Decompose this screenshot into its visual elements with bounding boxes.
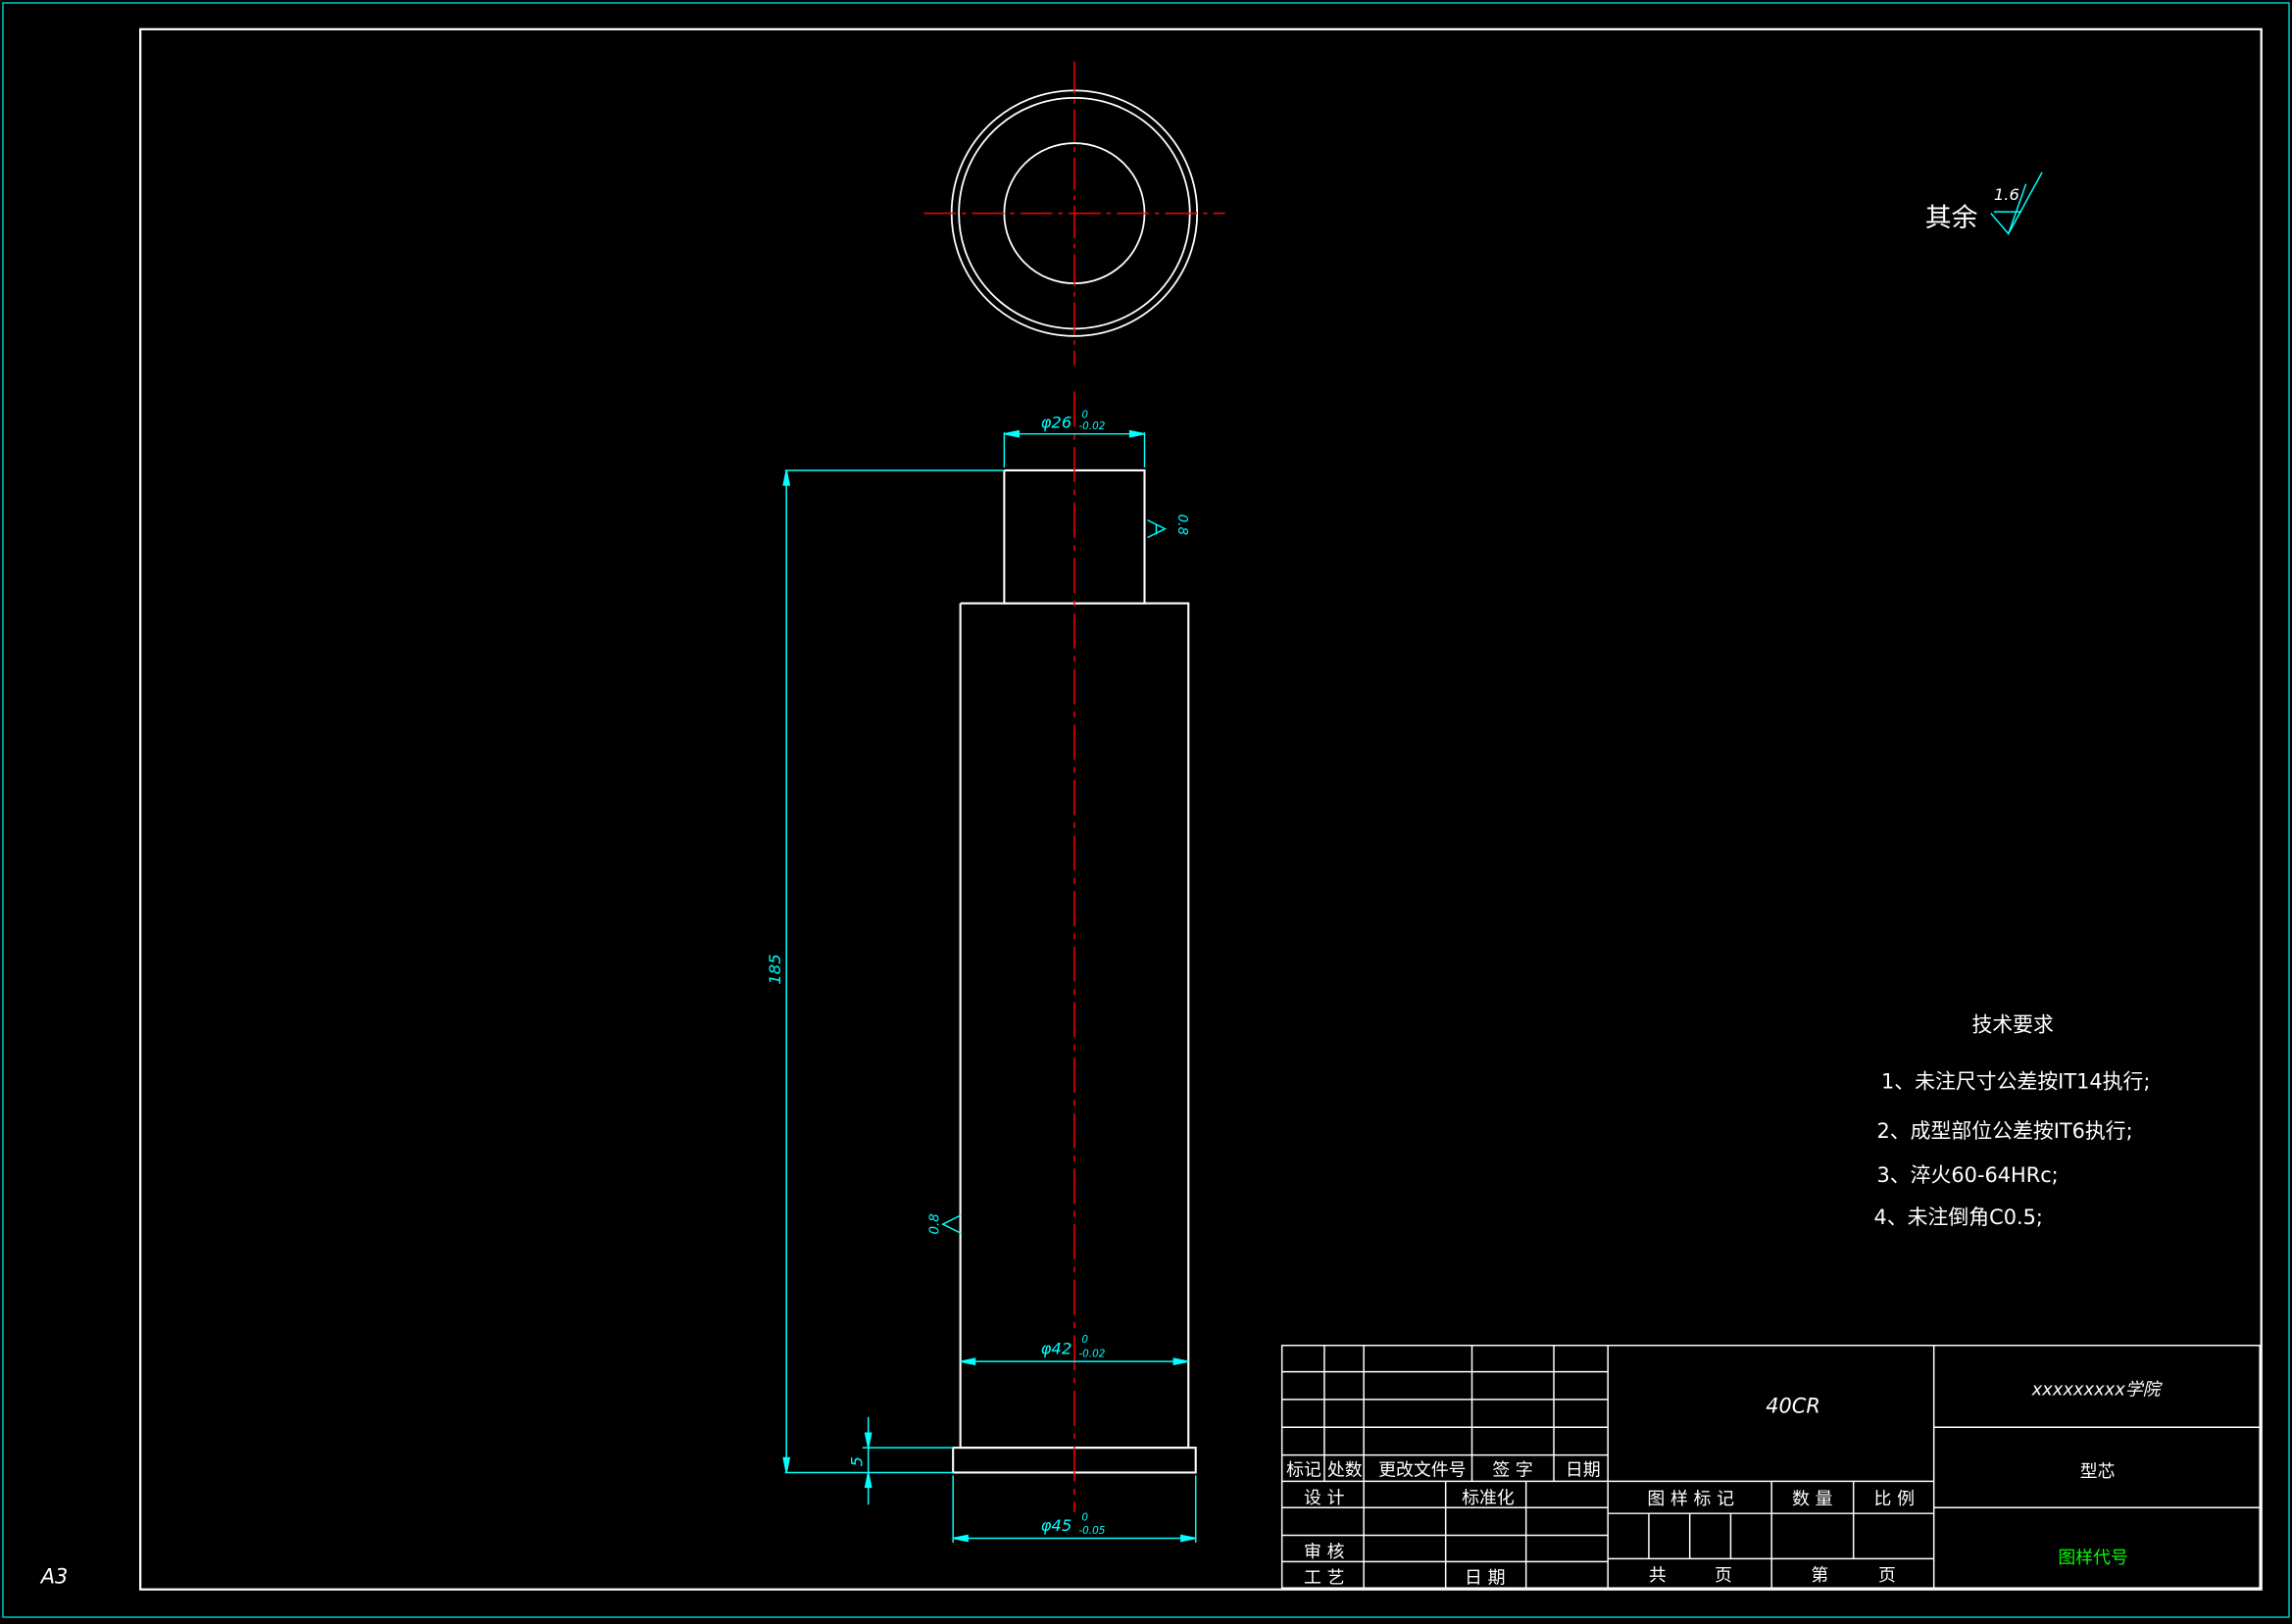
sheet-no-label: 第 (1811, 1565, 1828, 1586)
total-page-label: 页 (1715, 1565, 1732, 1586)
drawing-code: 图样代号 (2058, 1548, 2128, 1568)
review-label: 审 核 (1304, 1542, 1345, 1562)
sheet-size-label: A3 (39, 1565, 69, 1589)
tech-req-item-1: 1、未注尺寸公差按IT14执行; (1881, 1069, 2150, 1093)
scale-label: 比 例 (1874, 1489, 1915, 1509)
dim-d-base: φ45 (1041, 1516, 1072, 1535)
rev-header-count: 处数 (1327, 1459, 1363, 1480)
total-label: 共 (1649, 1565, 1667, 1586)
roughness-general-value: 1.6 (1994, 185, 2019, 204)
part-name: 型芯 (2080, 1461, 2116, 1482)
rev-header-date: 日期 (1566, 1459, 1601, 1480)
rev-header-mark: 标记 (1286, 1459, 1321, 1480)
tech-req-item-4: 4、未注倒角C0.5; (1874, 1206, 2043, 1229)
dim-flange: 5 (848, 1456, 867, 1466)
date-label: 日 期 (1465, 1568, 1505, 1589)
dimensions (782, 172, 2043, 1544)
dim-d-base-lower: -0.05 (1078, 1525, 1105, 1537)
dim-d-body-upper: 0 (1081, 1334, 1088, 1346)
process-label: 工 艺 (1304, 1568, 1344, 1589)
rev-header-sign: 签 字 (1492, 1459, 1532, 1480)
roughness-top-value: 0.8 (1174, 515, 1189, 535)
title-block (1280, 1345, 2261, 1589)
dim-d-top: φ26 (1041, 414, 1072, 432)
quantity-label: 数 量 (1792, 1489, 1833, 1509)
tech-req-title: 技术要求 (1971, 1012, 2054, 1036)
dim-length: 185 (766, 954, 784, 984)
dim-d-body-lower: -0.02 (1078, 1349, 1105, 1360)
dim-d-body: φ42 (1041, 1340, 1072, 1358)
material: 40CR (1766, 1394, 1820, 1417)
sheet-page-label: 页 (1878, 1565, 1896, 1586)
standardization-label: 标准化 (1462, 1488, 1515, 1508)
top-view (923, 61, 1225, 366)
tech-req-item-2: 2、成型部位公差按IT6执行; (1877, 1119, 2133, 1143)
rev-header-doc: 更改文件号 (1378, 1459, 1466, 1480)
inner-frame (139, 27, 2263, 1591)
roughness-body-value: 0.8 (927, 1213, 942, 1234)
dim-d-top-lower: -0.02 (1078, 420, 1105, 432)
drawing-mark-label: 图 样 标 记 (1647, 1489, 1734, 1509)
tech-req-item-3: 3、淬火60-64HRc; (1877, 1163, 2059, 1187)
school-name: xxxxxxxxx学院 (2031, 1379, 2164, 1400)
dim-d-top-upper: 0 (1081, 409, 1088, 420)
roughness-general-label: 其余 (1925, 203, 1978, 233)
dim-d-base-upper: 0 (1081, 1512, 1088, 1524)
design-label: 设 计 (1304, 1488, 1345, 1508)
